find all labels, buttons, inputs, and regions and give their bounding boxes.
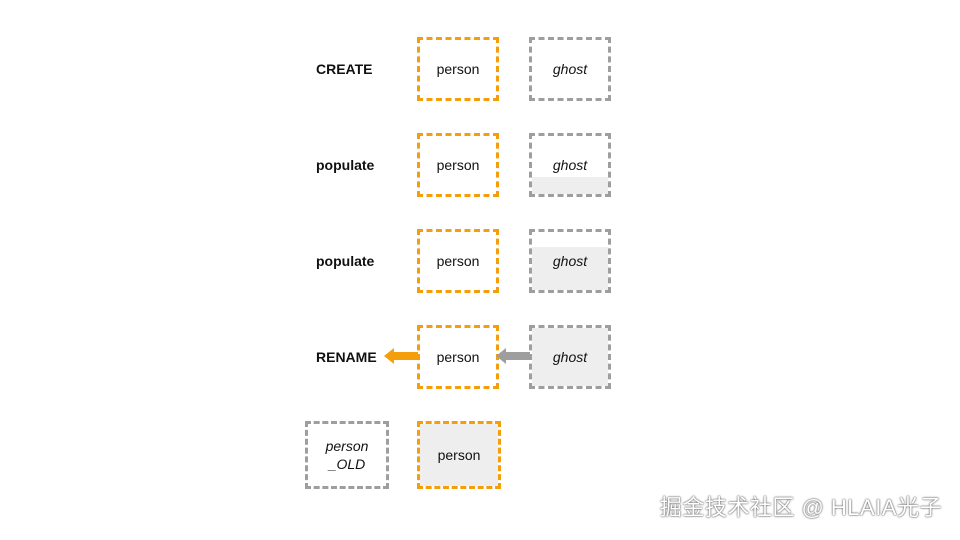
person-table-box: person [417,325,499,389]
person-fill-level [420,424,498,486]
person-table-label: person [436,61,480,77]
ghost-fill-level [532,246,608,290]
person-old-label-line2: _OLD [328,456,366,472]
ghost-table-label: ghost [552,61,588,77]
new-person-table-label: person [437,447,481,463]
ghost-table-box: ghost [529,133,611,197]
person-old-table-label: person _OLD [326,437,369,473]
step-label-populate-2: populate [316,253,375,269]
ghost-table-box: ghost [529,229,611,293]
person-table-box: person [417,133,499,197]
left-arrow-icon [384,348,418,364]
ghost-table-box: ghost [529,325,611,389]
person-table-label: person [436,349,480,365]
person-old-label-line1: person [325,438,369,454]
watermark: 掘金技术社区 @ HLAIA光子 [659,495,942,520]
ghost-table-label: ghost [552,253,588,269]
person-table-label: person [436,157,480,173]
person-table-label: person [436,253,480,269]
person-table-box: person [417,37,499,101]
ghost-table-box: ghost [529,37,611,101]
person-old-table-box: person _OLD [305,421,389,489]
ghost-fill-level [532,176,608,194]
ghost-table-label: ghost [552,349,588,365]
left-arrow-icon [496,348,530,364]
step-label-populate-1: populate [316,157,375,173]
new-person-table-box: person [417,421,501,489]
step-label-rename: RENAME [316,349,377,365]
person-table-box: person [417,229,499,293]
ghost-fill-level [532,328,608,386]
step-label-create: CREATE [316,61,373,77]
ghost-table-label: ghost [552,157,588,173]
